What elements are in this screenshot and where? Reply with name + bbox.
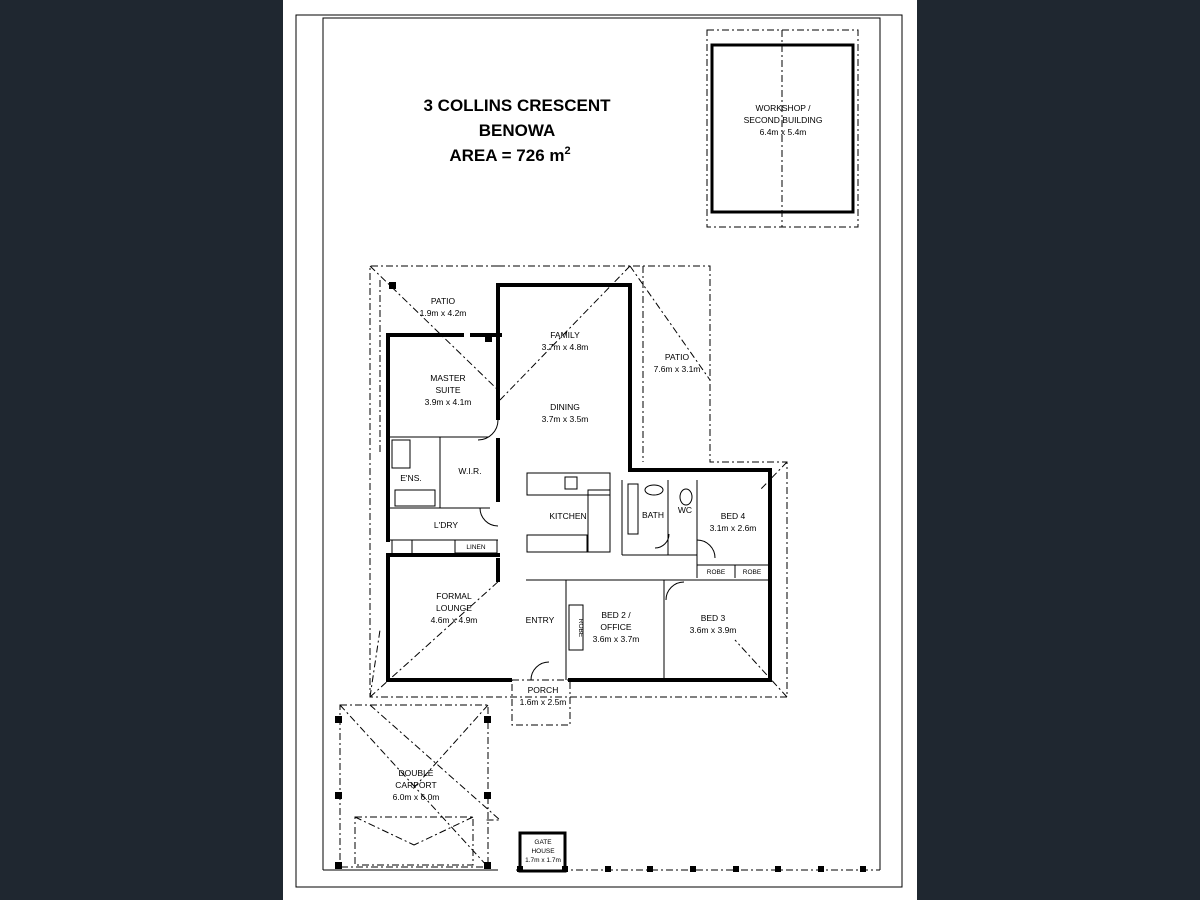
- family-size: 3.7m x 4.8m: [542, 342, 589, 352]
- entry-name: ENTRY: [526, 615, 555, 625]
- bed4-name: BED 4: [721, 511, 746, 521]
- bed2-name-1: BED 2 /: [601, 610, 631, 620]
- bed2-size: 3.6m x 3.7m: [593, 634, 640, 644]
- carport-size: 6.0m x 6.0m: [393, 792, 440, 802]
- site-area: AREA = 726 m2: [449, 145, 570, 165]
- family-name: FAMILY: [550, 330, 580, 340]
- gate-house: [518, 831, 567, 873]
- master-name-2: SUITE: [435, 385, 460, 395]
- patio-right-size: 7.6m x 3.1m: [654, 364, 701, 374]
- floor-plan-drawing: 3 COLLINS CRESCENT BENOWA AREA = 726 m2 …: [295, 14, 903, 888]
- sheet-border: [295, 14, 903, 888]
- wir-name: W.I.R.: [458, 466, 481, 476]
- house-walls: [386, 283, 772, 682]
- carport-name-1: DOUBLE: [399, 768, 434, 778]
- linen-name: LINEN: [466, 544, 485, 551]
- porch: [511, 679, 571, 726]
- dining-name: DINING: [550, 402, 580, 412]
- porch-name: PORCH: [528, 685, 559, 695]
- bed3-name: BED 3: [701, 613, 726, 623]
- floor-plan-sheet: 3 COLLINS CRESCENT BENOWA AREA = 726 m2 …: [283, 0, 917, 900]
- gatehouse-name-1: GATE: [534, 839, 552, 846]
- bed4-size: 3.1m x 2.6m: [710, 523, 757, 533]
- bed3-size: 3.6m x 3.9m: [690, 625, 737, 635]
- bed2-name-2: OFFICE: [600, 622, 631, 632]
- wc-name: WC: [678, 505, 692, 515]
- structure-posts: [335, 282, 866, 872]
- address-line-1: 3 COLLINS CRESCENT: [423, 96, 611, 115]
- kitchen-fixtures: [391, 419, 716, 681]
- dining-size: 3.7m x 3.5m: [542, 414, 589, 424]
- master-name-1: MASTER: [430, 373, 465, 383]
- lounge-size: 4.6m x 4.9m: [431, 615, 478, 625]
- kitchen-name: KITCHEN: [549, 511, 586, 521]
- robe-label-2: ROBE: [743, 569, 762, 576]
- gatehouse-size: 1.7m x 1.7m: [525, 857, 561, 864]
- gatehouse-name-2: HOUSE: [531, 848, 555, 855]
- carport-name-2: CARPORT: [395, 780, 436, 790]
- robe-label-1: ROBE: [707, 569, 726, 576]
- master-size: 3.9m x 4.1m: [425, 397, 472, 407]
- bath-name: BATH: [642, 510, 664, 520]
- address-line-2: BENOWA: [479, 121, 556, 140]
- patio-left-size: 1.9m x 4.2m: [420, 308, 467, 318]
- laundry-name: L'DRY: [434, 520, 458, 530]
- workshop-size: 6.4m x 5.4m: [760, 127, 807, 137]
- patio-right-name: PATIO: [665, 352, 690, 362]
- property-boundary: [322, 17, 881, 871]
- porch-size: 1.6m x 2.5m: [520, 697, 567, 707]
- room-labels: PATIO 1.9m x 4.2m PATIO 7.6m x 3.1m MAST…: [393, 296, 762, 864]
- lounge-name-1: FORMAL: [436, 591, 472, 601]
- robe-label-3: ROBE: [577, 619, 584, 638]
- lounge-name-2: LOUNGE: [436, 603, 472, 613]
- roof-outlines: [369, 265, 788, 698]
- address-title: 3 COLLINS CRESCENT BENOWA AREA = 726 m2: [423, 96, 611, 165]
- workshop-building: WORKSHOP / SECOND BUILDING 6.4m x 5.4m: [706, 29, 859, 228]
- workshop-label-2: SECOND BUILDING: [744, 115, 823, 125]
- patio-left-name: PATIO: [431, 296, 456, 306]
- carport: [339, 704, 502, 868]
- workshop-label-1: WORKSHOP /: [755, 103, 811, 113]
- ensuite-name: E'NS.: [400, 473, 421, 483]
